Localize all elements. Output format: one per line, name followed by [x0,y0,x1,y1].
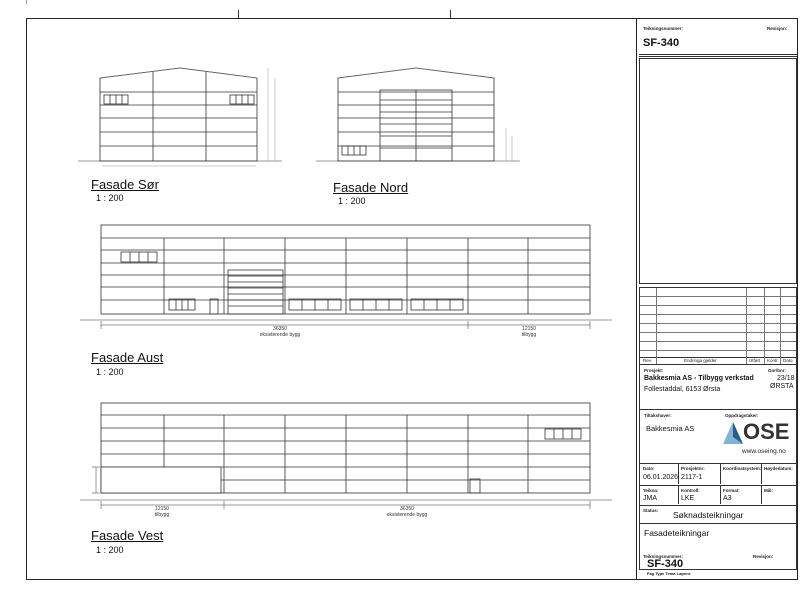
tb-height-label: Høydedatum: [764,466,793,471]
tb-gnr-label: Gnr/bnr: [768,368,786,373]
facade-vest-scale: 1 : 200 [96,545,124,555]
tb-top-number: SF-340 [643,37,680,49]
tb-address: Follestaddal, 6153 Ørsta [644,386,721,393]
rev-col-date: Dato [783,358,793,363]
facade-drawings [78,67,612,509]
title-block: Teikningsnummer: Revisjon: SF-340 Rev. E… [636,18,798,580]
aust-dim-left: 36350 [273,326,287,332]
tb-control: LKE [681,495,695,502]
rev-col-rev: Rev. [643,358,652,363]
facade-sor-scale: 1 : 200 [96,193,124,203]
tb-top-rev-label: Revisjon: [767,26,788,31]
ose-logo-icon [723,422,743,444]
tb-scale-label: Mål: [764,488,773,493]
drawing-sheet-frame [26,18,798,580]
tb-bottom-number-label: Teikningsnummer: [643,554,683,559]
tb-bottom-rev-label: Revisjon: [753,554,774,559]
rev-col-by: Utført [749,358,761,363]
tb-projno: 2117-1 [681,474,703,481]
rev-col-check: Kontr. [767,358,779,363]
tb-gnr: 23/18 [777,375,795,382]
facade-nord-title: Fasade Nord [333,180,409,195]
facade-sor-drawing [78,67,282,167]
tb-client-box: Tiltakshaver: Oppdragstaker: Bakkesmia A… [639,410,797,464]
tb-date-row: Dato: Prosjektnr: Koordinatsystem: Høyde… [639,464,797,486]
vest-dim-left: 12150 [155,506,169,512]
tb-top-number-label: Teikningsnummer: [643,26,683,31]
tb-status: Søknadsteikningar [673,510,744,520]
tb-format-label: Format: [723,488,740,493]
vest-dim-left-sub: tilbygg [154,512,170,518]
tb-bottom-sub: Fag Type Tema Løpenr. [647,571,692,576]
tb-date-label: Dato: [643,466,655,471]
tb-format: A3 [723,495,732,502]
tb-client-label: Tiltakshaver: [644,413,672,418]
tb-project-name: Bakkesmia AS - Tilbygg verkstad [644,375,754,382]
top-margin [0,0,800,18]
tb-date: 06.01.2026 [643,474,679,481]
facade-aust-drawing [80,224,612,329]
facade-aust-scale: 1 : 200 [96,367,124,377]
tb-drawn-row: Teikna: Kontroll: Format: Mål: JMA LKE A… [639,486,797,506]
tb-status-box: Status: Søknadsteikningar [639,506,797,524]
aust-dim-right: 12150 [522,326,536,332]
facade-nord-drawing [316,67,520,162]
vest-dim-right-sub: eksisterende bygg [386,512,428,518]
tb-website: www.oseing.no [742,448,786,455]
vest-dim-right: 36350 [400,506,414,512]
tb-consultant-label: Oppdragstaker: [725,413,759,418]
facade-vest-title: Fasade Vest [91,528,164,543]
tb-bottom-number: SF-340 [647,558,684,570]
facade-vest-drawing [80,402,612,509]
tb-drawing-title-box: Fasadeteikningar [639,524,797,570]
tb-client: Bakkesmia AS [646,424,695,433]
aust-dim-left-sub: eksisterende bygg [259,332,301,338]
tb-municipality: ØRSTA [770,383,794,390]
tb-control-label: Kontroll: [681,488,700,493]
tb-drawn: JMA [643,495,657,502]
tb-drawn-label: Teikna: [643,488,659,493]
tb-project-box: Prosjekt: Gnr/bnr: Bakkesmia AS - Tilbyg… [639,365,797,410]
tb-logo-text: OSE [743,419,790,444]
facade-sor-title: Fasade Sør [91,177,159,192]
tb-coord-label: Koordinatsystem: [723,466,762,471]
tb-status-label: Status: [643,508,659,513]
facade-aust-title: Fasade Aust [91,350,164,365]
tb-drawing-title: Fasadeteikningar [644,528,710,538]
tb-project-label: Prosjekt: [644,368,664,373]
tb-projno-label: Prosjektnr: [681,466,705,471]
facade-nord-scale: 1 : 200 [338,196,366,206]
tb-revision-table: Rev. Endringa gjelder Utført Kontr. Dato [639,287,797,365]
tb-notes-area [639,58,797,284]
rev-col-change: Endringa gjelder [684,358,717,363]
aust-dim-right-sub: tilbygg [521,332,537,338]
